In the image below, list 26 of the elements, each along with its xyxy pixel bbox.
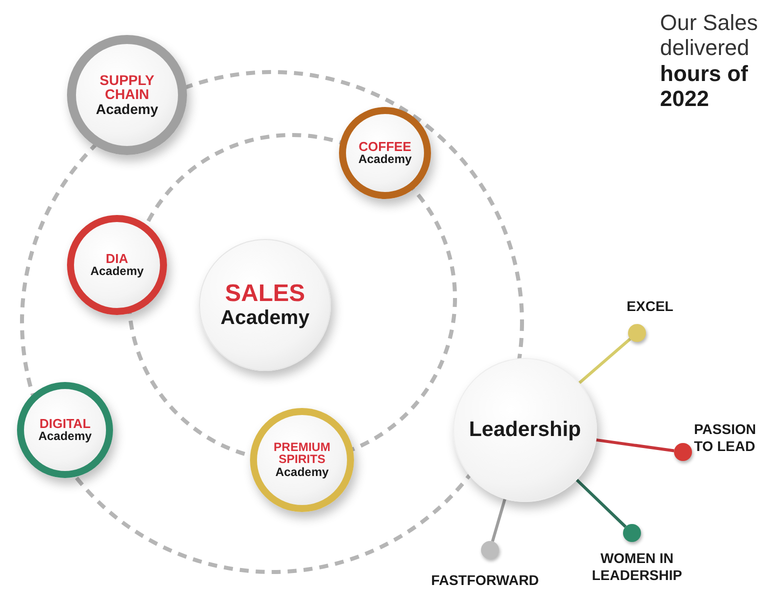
circle-subtitle: Academy [90,265,144,278]
summary-text: Our Sales delivered hours of 2022 [660,10,759,112]
circle-subtitle: Academy [358,153,412,166]
circle-title: PREMIUM SPIRITS [272,440,332,466]
dot-label: FASTFORWARD [430,572,540,589]
dot-label: WOMEN IN LEADERSHIP [590,550,684,584]
leader-line [491,498,506,542]
circle-subtitle: Academy [38,430,92,444]
circle-title: DIA [106,252,128,266]
circle-subtitle: Academy [275,466,329,480]
leader-line [578,338,632,384]
circle-title: SUPPLY CHAIN [98,72,156,102]
dot-label: PASSION TO LEAD [694,421,757,455]
circle-subtitle: Academy [96,102,158,118]
circle-title: Leadership [468,418,582,442]
bullet-dot [628,324,646,342]
dot-label: EXCEL [626,298,674,315]
circle-title: COFFEE [358,140,412,154]
leader-line [576,478,627,528]
circle-title: DIGITAL [39,416,91,430]
circle-title: SALES [224,281,305,307]
bullet-dot [674,443,692,461]
bullet-dot [623,524,641,542]
bullet-dot [481,541,499,559]
leader-line [596,438,674,452]
circle-subtitle: Academy [220,306,310,329]
